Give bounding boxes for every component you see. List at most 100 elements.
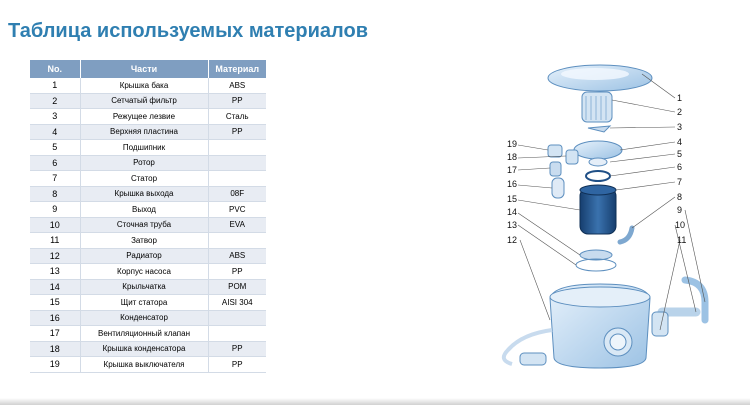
row-number: 16 <box>30 310 81 326</box>
row-material: PP <box>208 356 266 373</box>
exploded-pump-diagram: 1 2 3 4 5 6 7 8 9 10 11 12 13 14 15 16 1… <box>501 64 709 369</box>
callout-6: 6 <box>677 162 682 172</box>
header-part: Части <box>80 60 209 78</box>
row-number: 5 <box>30 139 81 156</box>
row-part-name: Верхняя пластина <box>80 124 209 140</box>
bearing-part <box>588 157 608 167</box>
row-number: 4 <box>30 124 81 140</box>
row-number: 2 <box>30 93 81 109</box>
row-material: PP <box>208 93 266 109</box>
row-number: 15 <box>30 294 81 311</box>
row-part-name: Щит статора <box>80 294 209 311</box>
row-part-name: Конденсатор <box>80 310 209 326</box>
row-material: PVC <box>208 201 266 218</box>
header-material: Материал <box>208 60 266 78</box>
row-number: 12 <box>30 248 81 264</box>
row-material: Сталь <box>208 108 266 125</box>
row-part-name: Крышка выключателя <box>80 356 209 373</box>
row-part-name: Радиатор <box>80 248 209 264</box>
row-number: 9 <box>30 201 81 218</box>
row-material: AISI 304 <box>208 294 266 311</box>
row-material: PP <box>208 263 266 280</box>
callout-7: 7 <box>677 177 682 187</box>
row-material <box>208 155 266 171</box>
row-number: 1 <box>30 78 81 94</box>
row-part-name: Крышка выхода <box>80 186 209 202</box>
radiator-part <box>575 258 617 272</box>
callout-18: 18 <box>507 152 517 162</box>
callout-16: 16 <box>507 179 517 189</box>
row-material: PP <box>208 124 266 140</box>
row-number: 3 <box>30 108 81 125</box>
callout-19: 19 <box>507 139 517 149</box>
callout-5: 5 <box>677 149 682 159</box>
row-part-name: Вентиляционный клапан <box>80 325 209 342</box>
switch-cover-part <box>547 144 563 158</box>
callout-13: 13 <box>507 220 517 230</box>
row-material: ABS <box>208 78 266 94</box>
callout-9: 9 <box>677 205 682 215</box>
row-part-name: Сетчатый фильтр <box>80 93 209 109</box>
housing-top <box>549 286 651 308</box>
row-number: 19 <box>30 356 81 373</box>
callout-10: 10 <box>675 220 685 230</box>
mesh-filter-part <box>581 91 613 123</box>
rotor-ring-part <box>585 170 611 182</box>
row-part-name: Сточная труба <box>80 217 209 233</box>
callout-8: 8 <box>677 192 682 202</box>
row-material <box>208 170 266 187</box>
condenser-part <box>551 177 565 199</box>
row-number: 18 <box>30 341 81 357</box>
row-part-name: Ротор <box>80 155 209 171</box>
row-material <box>208 310 266 326</box>
row-number: 13 <box>30 263 81 280</box>
callout-2: 2 <box>677 107 682 117</box>
row-part-name: Выход <box>80 201 209 218</box>
callout-4: 4 <box>677 137 682 147</box>
stator-top <box>579 184 617 196</box>
header-no: No. <box>30 60 81 78</box>
row-material: POM <box>208 279 266 295</box>
row-material <box>208 232 266 249</box>
row-part-name: Статор <box>80 170 209 187</box>
callout-14: 14 <box>507 207 517 217</box>
row-part-name: Корпус насоса <box>80 263 209 280</box>
row-number: 10 <box>30 217 81 233</box>
callout-15: 15 <box>507 194 517 204</box>
callout-1: 1 <box>677 93 682 103</box>
inlet-connector-part <box>519 352 547 366</box>
callout-11: 11 <box>677 235 686 245</box>
vent-valve-part <box>549 161 562 177</box>
housing-outlet-port-inner <box>609 333 627 351</box>
row-part-name: Крыльчатка <box>80 279 209 295</box>
outlet-elbow-part <box>617 225 635 245</box>
row-part-name: Крышка бака <box>80 78 209 94</box>
bottom-divider <box>0 398 750 405</box>
table-header-row: No. Части Материал <box>30 60 266 78</box>
row-material: ABS <box>208 248 266 264</box>
callout-leaders <box>517 73 706 331</box>
row-number: 17 <box>30 325 81 342</box>
mesh-filter-lines <box>585 96 607 120</box>
row-number: 6 <box>30 155 81 171</box>
inlet-hose-part <box>501 328 553 366</box>
page-title: Таблица используемых материалов <box>8 20 369 42</box>
row-material <box>208 325 266 342</box>
